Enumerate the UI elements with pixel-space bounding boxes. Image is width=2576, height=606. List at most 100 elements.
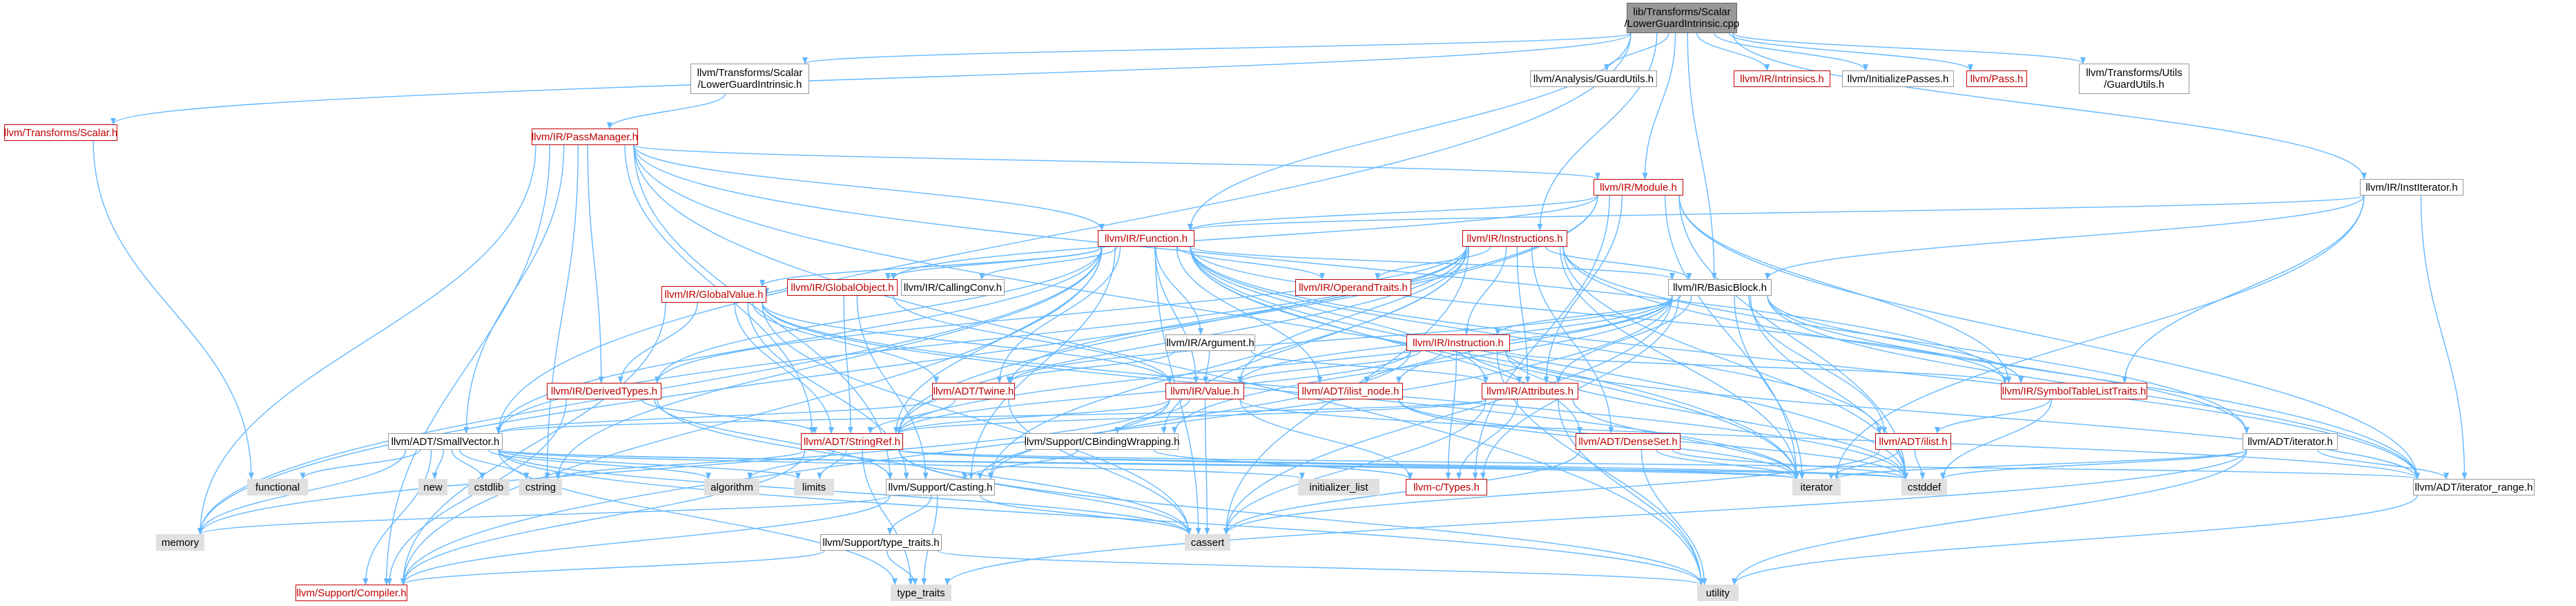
edge-instructions-to-adtiterator <box>1562 246 2249 434</box>
edge-value-to-iterrange <box>1239 399 2420 480</box>
edge-stringref-to-compiler <box>400 449 806 585</box>
edge-typetraits-to-stdtypetraits <box>887 550 918 585</box>
node-adtiterator[interactable]: llvm/ADT/iterator.h <box>2243 433 2338 450</box>
node-function[interactable]: llvm/IR/Function.h <box>1098 230 1194 247</box>
edge-denseset-to-cassert <box>1223 449 1580 535</box>
edge-instruction-to-symtab <box>1505 350 2008 384</box>
node-root[interactable]: lib/Transforms/Scalar /LowerGuardIntrins… <box>1625 3 1739 33</box>
node-guardutils_t[interactable]: llvm/Transforms/Utils /GuardUtils.h <box>2079 64 2189 94</box>
node-label: llvm/IR/InstIterator.h <box>2365 181 2458 193</box>
edge-adtiterator-to-cstddef <box>1940 449 2247 480</box>
edge-adtiterator-to-iterator <box>1834 449 2247 480</box>
edge-instructions-to-basicblock <box>1544 246 1692 280</box>
edge-instructions-to-twine <box>1008 246 1467 384</box>
edge-smallvector-to-cstdlib <box>451 449 485 480</box>
node-compiler[interactable]: llvm/Support/Compiler.h <box>296 585 407 601</box>
node-cbinding[interactable]: llvm/Support/CBindingWrapping.h <box>1025 433 1179 450</box>
node-label: cstring <box>525 481 556 493</box>
node-ilist[interactable]: llvm/ADT/ilist.h <box>1875 433 1951 450</box>
edge-module-to-function <box>1188 195 1598 231</box>
edge-function-to-smallvector <box>496 246 1103 434</box>
edge-twine-to-smallvector <box>496 399 937 434</box>
node-intrinsics[interactable]: llvm/IR/Intrinsics.h <box>1734 70 1830 87</box>
edge-denseset-to-iterator <box>1656 449 1799 480</box>
node-attributes[interactable]: llvm/IR/Attributes.h <box>1482 383 1578 399</box>
node-label: llvm/IR/Module.h <box>1600 181 1677 193</box>
node-label: llvm/IR/DerivedTypes.h <box>550 385 658 397</box>
node-initpasses[interactable]: llvm/InitializePasses.h <box>1842 70 1954 87</box>
node-instructions[interactable]: llvm/IR/Instructions.h <box>1462 230 1567 247</box>
node-ctypes[interactable]: llvm-c/Types.h <box>1406 479 1487 495</box>
edge-instruction-to-value <box>1237 350 1421 384</box>
node-typetraits[interactable]: llvm/Support/type_traits.h <box>820 534 942 551</box>
edge-attributes-to-stringref <box>896 399 1486 434</box>
edge-instruction-to-ctypes <box>1445 350 1458 480</box>
edge-casting-to-cassert <box>980 495 1192 535</box>
node-guardutils_a[interactable]: llvm/Analysis/GuardUtils.h <box>1530 70 1657 87</box>
node-argument[interactable]: llvm/IR/Argument.h <box>1165 334 1255 351</box>
edge-root-to-module <box>1642 32 1676 180</box>
edge-function-to-iterator <box>1190 246 1799 480</box>
edge-basicblock-to-ctypes <box>1480 295 1680 480</box>
node-cassert: cassert <box>1185 534 1230 551</box>
edge-attributes-to-utility <box>1558 399 1704 585</box>
edge-instructions-to-iterrange <box>1562 246 2420 480</box>
node-denseset[interactable]: llvm/ADT/DenseSet.h <box>1576 433 1681 450</box>
node-label: llvm/ADT/DenseSet.h <box>1578 435 1678 448</box>
node-institerator[interactable]: llvm/IR/InstIterator.h <box>2360 179 2463 196</box>
node-label: llvm/ADT/ilist_node.h <box>1301 385 1400 397</box>
node-algorithm: algorithm <box>704 479 759 495</box>
edge-stringref-to-algorithm <box>747 449 835 480</box>
node-pass[interactable]: llvm/Pass.h <box>1966 70 2027 87</box>
node-scalar_lgi[interactable]: llvm/Transforms/Scalar /LowerGuardIntrin… <box>690 64 809 94</box>
node-symtab[interactable]: llvm/IR/SymbolTableListTraits.h <box>2001 383 2147 399</box>
node-operandtraits[interactable]: llvm/IR/OperandTraits.h <box>1295 279 1411 296</box>
node-label: llvm/IR/PassManager.h <box>531 131 639 143</box>
edge-smallvector-to-new <box>432 449 444 480</box>
node-twine[interactable]: llvm/ADT/Twine.h <box>932 383 1015 399</box>
node-label: llvm/InitializePasses.h <box>1847 73 1949 85</box>
edge-attributes-to-smallvector <box>496 399 1486 434</box>
node-iterrange[interactable]: llvm/ADT/iterator_range.h <box>2413 479 2535 495</box>
node-casting[interactable]: llvm/Support/Casting.h <box>886 479 995 495</box>
edge-denseset-to-cstddef <box>1672 449 1908 480</box>
edge-smallvector-to-functional <box>300 449 421 480</box>
node-label: llvm/ADT/iterator.h <box>2247 435 2333 448</box>
node-label: initializer_list <box>1309 481 1368 493</box>
edge-globalvalue-to-cassert <box>762 302 1192 535</box>
edge-root-to-institerator <box>1732 32 2367 180</box>
node-listnode[interactable]: llvm/ADT/ilist_node.h <box>1298 383 1403 399</box>
node-callingconv[interactable]: llvm/IR/CallingConv.h <box>901 279 1005 296</box>
node-instruction[interactable]: llvm/IR/Instruction.h <box>1406 334 1510 351</box>
edge-root-to-guardutils_t <box>1732 32 2086 64</box>
edge-module-to-globalobject <box>891 195 1598 280</box>
edge-root-to-intrinsics <box>1696 32 1770 71</box>
node-label: llvm/Support/Compiler.h <box>296 587 407 599</box>
node-stringref[interactable]: llvm/ADT/StringRef.h <box>801 433 903 450</box>
edge-instruction-to-listnode <box>1364 350 1443 384</box>
node-iterator: iterator <box>1792 479 1841 495</box>
node-basicblock[interactable]: llvm/IR/BasicBlock.h <box>1668 279 1772 296</box>
node-label: llvm/IR/SymbolTableListTraits.h <box>2002 385 2147 397</box>
edge-root-to-function <box>1188 32 1631 231</box>
node-globalvalue[interactable]: llvm/IR/GlobalValue.h <box>661 286 766 303</box>
edge-layer <box>93 32 2468 585</box>
node-smallvector[interactable]: llvm/ADT/SmallVector.h <box>388 433 503 450</box>
node-cstddef: cstddef <box>1901 479 1947 495</box>
edge-instruction-to-stringref <box>896 350 1411 434</box>
node-label: llvm/IR/BasicBlock.h <box>1673 281 1767 294</box>
edge-instruction-to-iterrange <box>1505 350 2420 480</box>
edge-globalvalue-to-derivedtypes <box>617 302 698 384</box>
edge-root-to-guardutils_a <box>1604 32 1669 71</box>
edge-globalvalue-to-twine <box>752 302 939 384</box>
edge-root-to-tscalar <box>110 32 1631 125</box>
node-globalobject[interactable]: llvm/IR/GlobalObject.h <box>787 279 898 296</box>
node-passmanager[interactable]: llvm/IR/PassManager.h <box>532 129 638 145</box>
node-tscalar[interactable]: llvm/Transforms/Scalar.h <box>4 124 117 141</box>
edge-module-to-cstddef <box>1678 195 1908 480</box>
node-label: llvm/ADT/iterator_range.h <box>2414 481 2533 493</box>
node-module[interactable]: llvm/IR/Module.h <box>1594 179 1683 196</box>
edge-basicblock-to-iterator <box>1734 295 1805 480</box>
node-derivedtypes[interactable]: llvm/IR/DerivedTypes.h <box>547 383 661 399</box>
node-value[interactable]: llvm/IR/Value.h <box>1165 383 1244 399</box>
